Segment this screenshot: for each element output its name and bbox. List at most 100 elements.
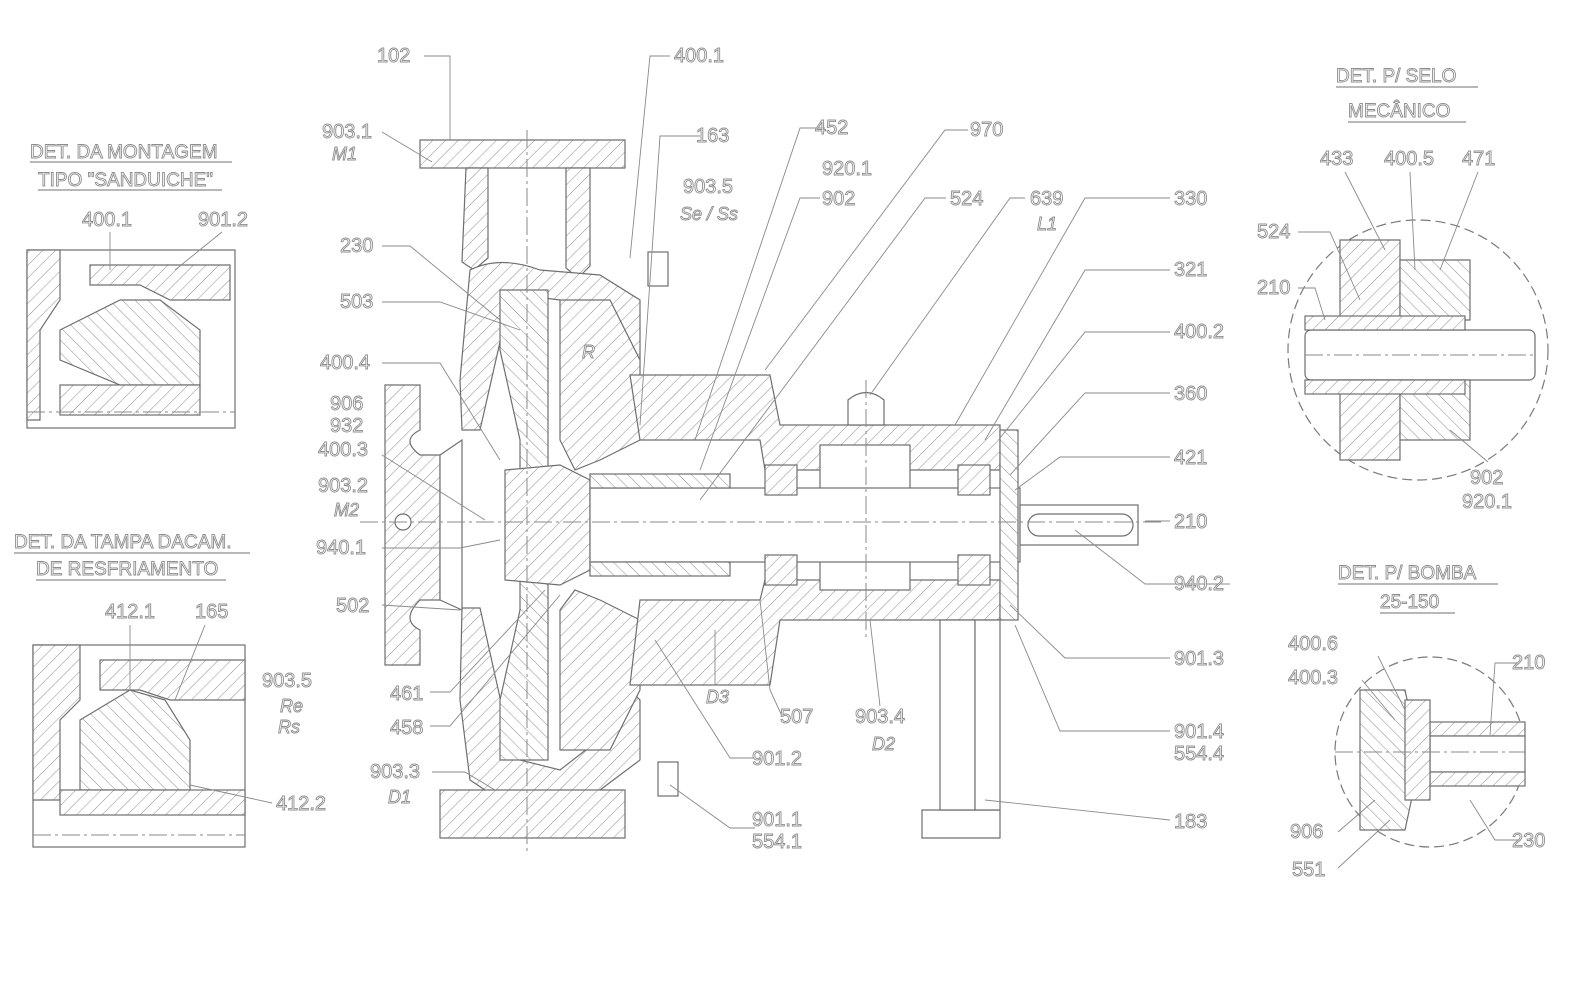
label-421: 421 [1174,447,1207,469]
label-970: 970 [970,119,1003,141]
label-360: 360 [1174,383,1207,405]
drain-plug-bottom [657,761,679,797]
label-471: 471 [1462,148,1495,170]
label-903-1: 903.1 [322,121,372,143]
label-321: 321 [1174,259,1207,281]
label-183: 183 [1174,811,1207,833]
label-bomba-906: 906 [1290,821,1323,843]
label-400-4: 400.4 [320,352,370,374]
support-leg-2 [974,619,1001,811]
label-901-2: 901.2 [752,748,802,770]
label-507: 507 [780,706,813,728]
bearing-bracket-top [629,374,1001,471]
label-901-1: 901.1 [752,809,802,831]
label-903-5: 903.5 [683,176,733,198]
title-montagem-1: DET. DA MONTAGEM [30,142,218,163]
label-det-901-2: 901.2 [198,209,248,231]
title-bomba-1: DET. P/ BOMBA [1338,563,1477,584]
label-903-4: 903.4 [855,706,905,728]
shaft-key [1027,513,1134,537]
shaft-sleeve-lower [589,561,731,577]
label-503: 503 [340,291,373,313]
label-d2: D2 [872,734,895,754]
label-903-3: 903.3 [370,761,420,783]
label-re: Re [280,696,303,716]
label-400-2: 400.2 [1174,321,1224,343]
label-502: 502 [336,595,369,617]
leader-lines [381,55,1230,829]
bearing-outboard-lower [957,554,991,586]
label-selo-902: 902 [1470,467,1503,489]
label-940-2: 940.2 [1174,573,1224,595]
label-400-5: 400.5 [1384,148,1434,170]
label-l1: L1 [1037,214,1057,234]
label-selo-524: 524 [1257,221,1290,243]
label-412-1: 412.1 [105,601,155,623]
title-tampa-1: DET. DA TAMPA DACAM. [14,532,232,553]
label-433: 433 [1320,148,1353,170]
suction-flange [384,384,441,666]
label-r: R [582,342,595,362]
label-554-1: 554.1 [752,831,802,853]
discharge-flange [419,139,626,169]
label-902: 902 [822,188,855,210]
label-400-6: 400.6 [1288,633,1338,655]
bearing-cover [999,429,1019,621]
label-bomba-210: 210 [1512,652,1545,674]
discharge-nozzle-right [565,167,591,279]
label-102: 102 [377,45,410,67]
drain-plug-top [647,251,669,287]
label-901-3: 901.3 [1174,648,1224,670]
suction-nozzle [439,438,463,611]
label-940-1: 940.1 [316,537,366,559]
casing-foot [439,789,626,839]
title-selo-1: DET. P/ SELO [1336,66,1456,87]
detail-bomba [1334,583,1526,869]
label-det-903-5: 903.5 [262,670,312,692]
label-906: 906 [330,393,363,415]
label-932: 932 [330,415,363,437]
label-639: 639 [1030,188,1063,210]
label-524: 524 [950,188,983,210]
label-230: 230 [340,235,373,257]
title-selo-2: MECÂNICO [1348,100,1450,122]
detail-tampa [14,552,273,848]
bearing-inboard [764,464,798,496]
label-554-4: 554.4 [1174,743,1224,765]
detail-selo [1287,86,1549,481]
label-461: 461 [390,683,423,705]
label-d3: D3 [706,687,729,707]
label-903-2: 903.2 [318,475,368,497]
bearing-inboard-lower [764,554,798,586]
label-m1: M1 [332,144,357,164]
label-rs: Rs [278,717,300,737]
label-400-1: 400.1 [674,45,724,67]
label-210: 210 [1174,511,1207,533]
discharge-nozzle [461,167,489,271]
label-920-1: 920.1 [822,158,872,180]
label-330: 330 [1174,188,1207,210]
shaft-sleeve [589,473,731,489]
title-bomba-2: 25-150 [1380,592,1439,613]
label-m2: M2 [334,500,359,520]
label-163: 163 [696,125,729,147]
shaft [589,487,1021,563]
label-458: 458 [390,717,423,739]
title-montagem-2: TIPO "SANDUICHE" [38,170,213,191]
main-section [360,130,1165,855]
label-d1: D1 [388,787,411,807]
label-se-ss: Se / Ss [680,204,738,224]
label-412-2: 412.2 [276,793,326,815]
bearing-outboard [957,464,991,496]
label-452: 452 [815,117,848,139]
label-400-3: 400.3 [318,439,368,461]
label-165: 165 [195,601,228,623]
label-selo-210: 210 [1257,277,1290,299]
casing-cover [559,299,641,471]
support-foot [921,809,1001,839]
label-bomba-230: 230 [1512,830,1545,852]
support-leg [939,619,976,811]
label-det-400-1: 400.1 [82,209,132,231]
oil-fill-plug [847,391,885,426]
